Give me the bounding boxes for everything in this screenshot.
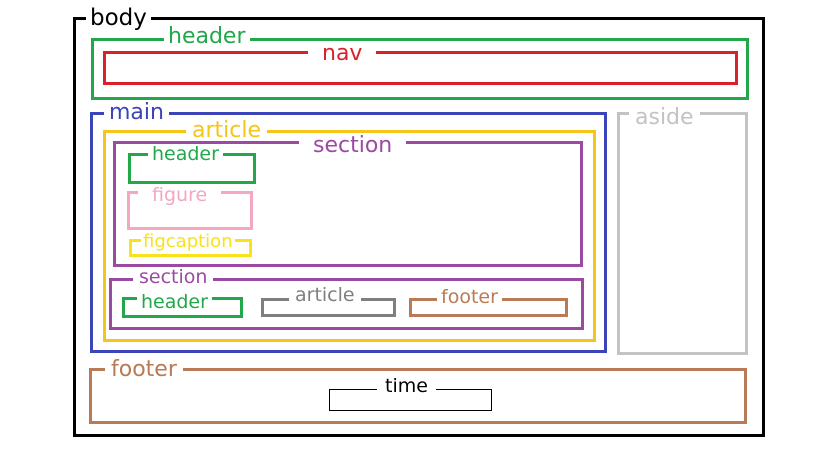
inner-article-label: article [289, 286, 361, 305]
page-footer-label: footer [105, 359, 183, 381]
main-box [90, 112, 607, 353]
article-label: article [186, 120, 268, 142]
body-box [73, 17, 765, 437]
figure-label: figure [138, 186, 222, 205]
section-bottom-label: section [133, 268, 214, 287]
main-label: main [104, 102, 169, 124]
page-footer-box [89, 368, 747, 424]
body-label: body [86, 7, 151, 30]
page-header-label: header [164, 26, 250, 48]
page-header-box [91, 38, 749, 100]
aside-label: aside [629, 107, 700, 129]
inner-footer-label: footer [437, 288, 502, 307]
aside-box [617, 112, 748, 355]
article-box [103, 130, 596, 342]
inner-header-label: header [137, 293, 212, 312]
nav-label: nav [308, 43, 377, 65]
section-top-label: section [299, 135, 407, 157]
section-bottom-box [109, 278, 584, 330]
section-header-label: header [148, 145, 223, 164]
figcaption-label: figcaption [141, 231, 235, 252]
time-label: time [377, 377, 436, 396]
nav-box [103, 51, 738, 85]
